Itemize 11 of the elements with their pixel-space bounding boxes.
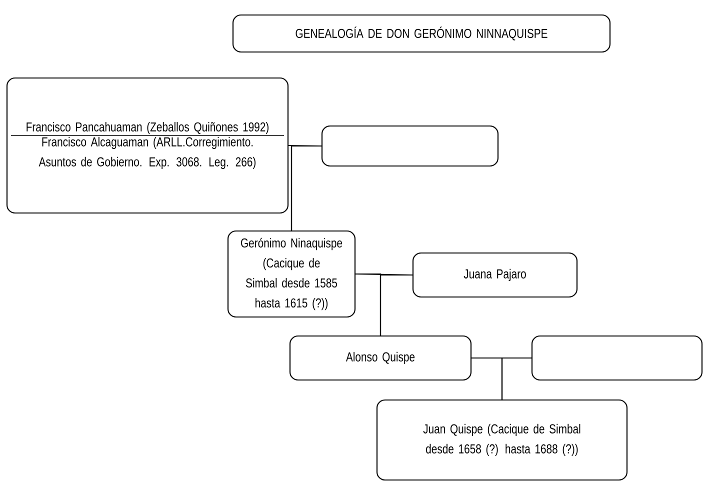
connector-line (290, 145, 322, 230)
person-box: Gerónimo Ninaquispe (Cacique de Simbal desde 1585 hasta 1615 (?)) (227, 230, 356, 318)
empty-box (321, 125, 499, 167)
connector-line (501, 357, 532, 400)
connector-line (380, 274, 412, 336)
person-box: Juan Quispe (Cacique de Simbal desde 1658 (?) hasta 1688 (?)) (376, 399, 628, 481)
person-box: Juana Pajaro (412, 252, 578, 298)
empty-box (531, 335, 703, 381)
person-box: Alonso Quispe (289, 335, 472, 381)
person-box: Francisco Pancahuaman (Zeballos Quiñones 1992) Francisco Alcaguaman (ARLL.Corregimiento. Asuntos de Gobierno. Exp. 3068. Leg. 266) (6, 77, 289, 214)
title-box: GENEALOGÍA DE DON GERÓNIMO NINNAQUISPE (232, 14, 611, 53)
